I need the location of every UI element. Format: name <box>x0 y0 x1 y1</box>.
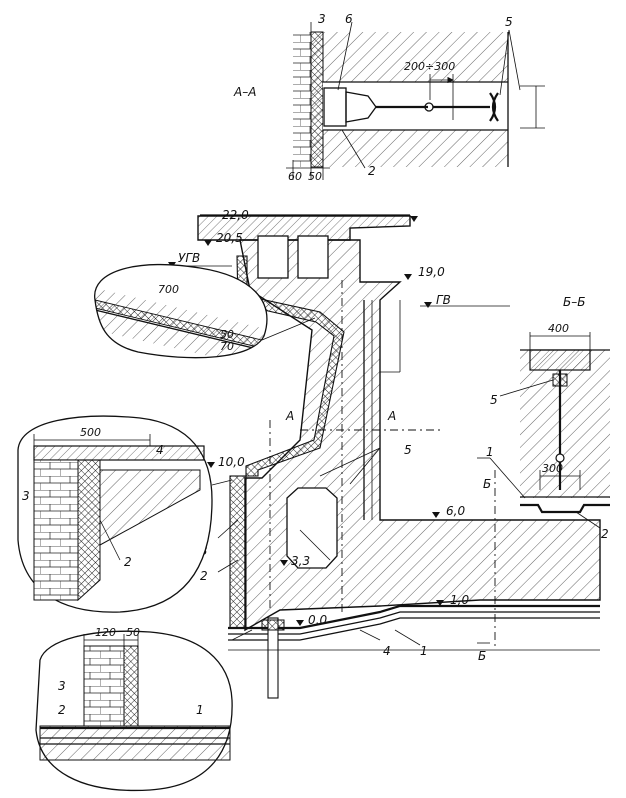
main-section: 22,0 20,5 19,0 10,0 6,0 3,3 0,0 1,0 УГВ … <box>160 208 601 699</box>
elev-20-5: 20,5 <box>216 231 243 245</box>
callout-3-detail: 3 <box>22 489 30 503</box>
dim-120: 120 <box>95 626 116 639</box>
callout-2-aa: 2 <box>368 164 376 178</box>
water-level-ugv: УГВ <box>178 251 200 265</box>
dim-300: 300 <box>542 462 563 475</box>
dim-200-300: 200÷300 <box>404 60 455 73</box>
callout-2-detail: 2 <box>124 555 132 569</box>
elev-10: 10,0 <box>218 455 245 469</box>
section-bb-title: Б–Б <box>563 295 585 309</box>
detail-bubble-wall-top: 500 4 3 2 <box>17 415 233 613</box>
callout-1-main: 1 <box>420 644 428 658</box>
elev-22: 22,0 <box>222 208 249 222</box>
elev-0: 0,0 <box>308 613 327 627</box>
callout-2-footing: 2 <box>58 703 66 717</box>
dim-50-detail: 50 <box>220 328 234 341</box>
callout-1-footing: 1 <box>196 703 204 717</box>
dim-700: 700 <box>158 283 179 296</box>
callout-3-aa: 3 <box>318 12 326 26</box>
section-aa: 3 6 5 2 А–А 200÷300 60 50 <box>233 12 545 183</box>
callout-2-main: 2 <box>200 569 208 583</box>
detail-bubble-joint: 700 50 70 <box>94 263 316 359</box>
dim-500: 500 <box>80 426 101 439</box>
callout-4-main: 4 <box>383 644 391 658</box>
callout-5-main: 5 <box>404 443 412 457</box>
callout-2-bb: 2 <box>601 527 609 541</box>
elev-6: 6,0 <box>446 504 465 518</box>
water-level-gv: ГВ <box>436 293 451 307</box>
elev-19: 19,0 <box>418 265 445 279</box>
section-mark-b-bottom: Б <box>478 649 486 663</box>
dim-400: 400 <box>548 322 569 335</box>
section-bb: Б–Б 400 300 5 1 2 <box>486 295 610 541</box>
callout-3-footing: 3 <box>58 679 66 693</box>
section-aa-title: А–А <box>233 85 256 99</box>
section-mark-a-right: А <box>387 409 396 423</box>
elev-1: 1,0 <box>450 593 469 607</box>
dim-50-aa: 50 <box>308 170 322 183</box>
callout-1-bb: 1 <box>486 445 494 459</box>
callout-6-aa: 6 <box>345 12 353 26</box>
dim-70-detail: 70 <box>220 340 234 353</box>
section-mark-b-top: Б <box>483 477 491 491</box>
dim-60: 60 <box>288 170 302 183</box>
callout-5-aa: 5 <box>505 15 513 29</box>
elev-3-3: 3,3 <box>291 554 310 568</box>
dim-50-footing: 50 <box>126 626 140 639</box>
callout-5-bb: 5 <box>490 393 498 407</box>
section-mark-a-left: А <box>285 409 294 423</box>
callout-4-detail: 4 <box>156 443 164 457</box>
detail-bubble-footing: 120 50 3 2 1 <box>35 626 253 792</box>
